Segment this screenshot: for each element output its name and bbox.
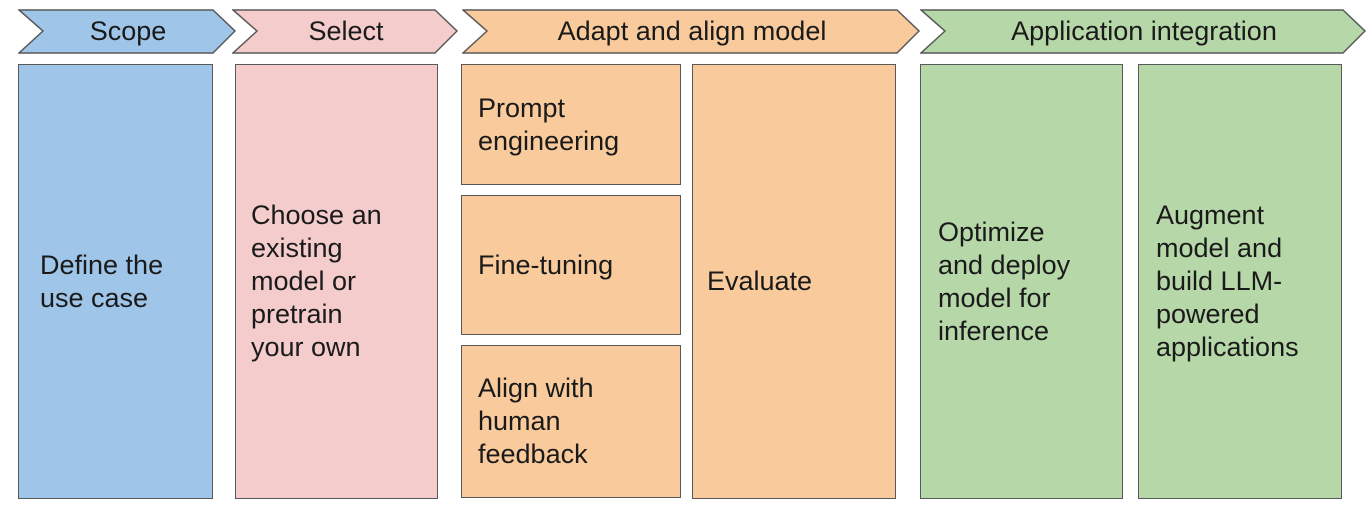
box-text: Choose an existing model or pretrain you… [251,200,382,362]
stage-arrow-application-integration: Application integration [920,9,1366,54]
stage-arrow-select: Select [232,9,458,54]
box-text: Define the use case [40,249,164,313]
box-define-use-case: Define the use case [18,64,213,499]
box-text: Align with human feedback [478,373,594,469]
box-text: Fine-tuning [478,249,614,280]
stage-label-adapt-align: Adapt and align model [557,16,827,46]
stage-arrow-scope: Scope [18,9,236,54]
box-augment-build-apps: Augment model and build LLM- powered app… [1138,64,1342,499]
box-choose-model: Choose an existing model or pretrain you… [235,64,438,499]
box-text: Evaluate [707,266,813,296]
chevron-arrow-icon [920,9,1366,54]
chevron-arrow-icon [232,9,458,54]
box-prompt-engineering: Prompt engineering [461,64,681,185]
stage-label-scope: Scope [89,16,167,46]
chevron-arrow-icon [462,9,920,54]
box-optimize-deploy: Optimize and deploy model for inference [920,64,1123,499]
box-text: Prompt engineering [478,92,620,156]
box-text: Augment model and build LLM- powered app… [1156,200,1299,362]
chevron-arrow-icon [18,9,236,54]
stage-label-select: Select [308,16,384,46]
box-fine-tuning: Fine-tuning [461,195,681,335]
stage-label-application-integration: Application integration [1011,16,1277,46]
box-text: Optimize and deploy model for inference [938,216,1071,346]
stage-arrow-adapt-align: Adapt and align model [462,9,920,54]
box-evaluate: Evaluate [692,64,896,499]
box-align-human-feedback: Align with human feedback [461,345,681,498]
